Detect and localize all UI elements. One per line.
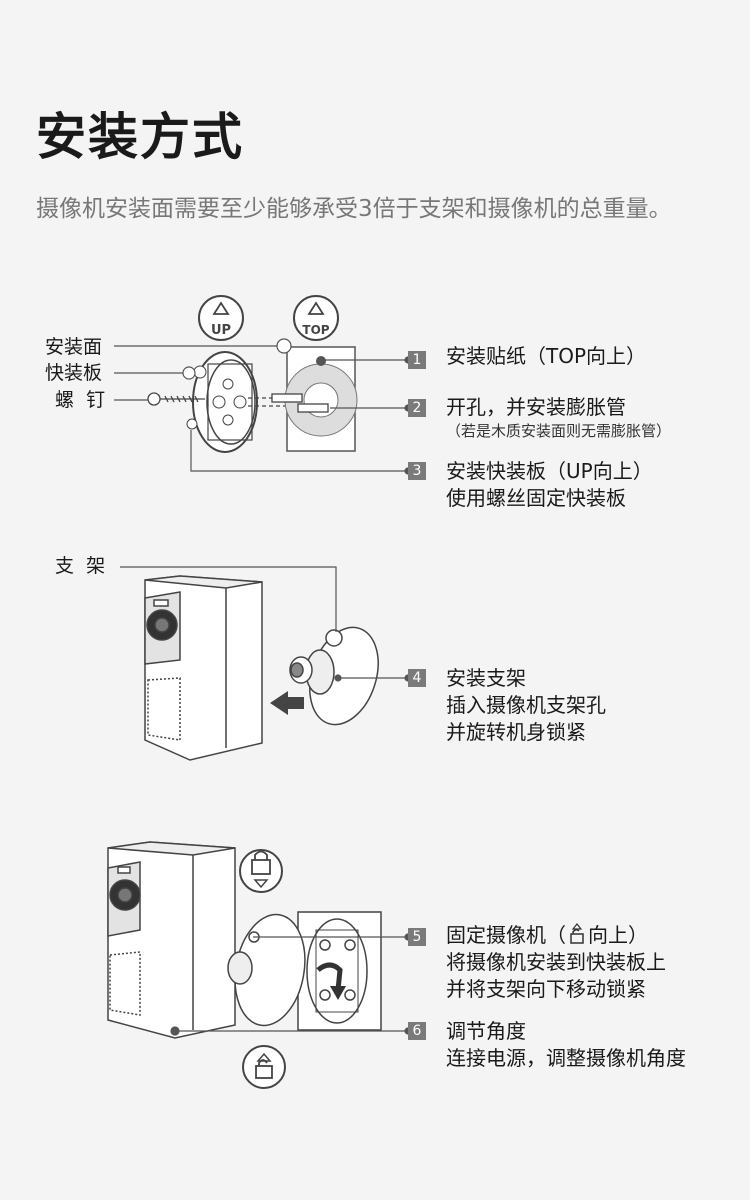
screws — [147, 392, 329, 413]
step-4-line-3: 并旋转机身锁紧 — [446, 720, 586, 744]
camera-body-1 — [144, 575, 263, 761]
step-2-text: 开孔，并安装膨胀管 （若是木质安装面则无需膨胀管） — [446, 394, 671, 441]
camera-body-2 — [107, 841, 236, 1039]
label-bracket: 支 架 — [55, 555, 106, 577]
step-badge-4: 4 — [408, 669, 426, 687]
step-6-text: 调节角度 连接电源，调整摄像机角度 — [446, 1018, 686, 1072]
bracket — [289, 626, 379, 726]
quick-mount-plate — [186, 351, 258, 453]
step-badge-6: 6 — [408, 1022, 426, 1040]
label-screw: 螺 钉 — [55, 389, 106, 411]
top-arrow-icon: TOP — [293, 295, 339, 341]
step-5-line-1-post: 向上） — [588, 923, 648, 947]
step-4-line-2: 插入摄像机支架孔 — [446, 693, 606, 717]
step-4-line-1: 安装支架 — [446, 666, 526, 690]
mount-assembly — [227, 911, 382, 1031]
label-quick-plate: 快装板 — [45, 362, 103, 384]
page-title: 安装方式 — [36, 108, 244, 166]
label-mounting-surface: 安装面 — [45, 336, 103, 358]
up-arrow-icon: UP — [198, 295, 244, 341]
unlock-icon — [242, 1045, 286, 1089]
step-5-line-1: 固定摄像机（ 向上） — [446, 922, 666, 949]
step-5-line-1-pre: 固定摄像机（ — [446, 923, 566, 947]
step-1-text: 安装贴纸（TOP向上） — [446, 343, 646, 370]
svg-text:UP: UP — [211, 323, 231, 338]
wall-sticker — [284, 346, 358, 452]
step-badge-5: 5 — [408, 928, 426, 946]
step-6-line-2: 连接电源，调整摄像机角度 — [446, 1046, 686, 1070]
step-5-line-3: 并将支架向下移动锁紧 — [446, 977, 646, 1001]
page-subtitle: 摄像机安装面需要至少能够承受3倍于支架和摄像机的总重量。 — [36, 196, 672, 222]
step-4-text: 安装支架 插入摄像机支架孔 并旋转机身锁紧 — [446, 665, 606, 746]
step-2-note: （若是木质安装面则无需膨胀管） — [446, 422, 672, 440]
left-arrow-icon — [270, 691, 304, 715]
step-3-line-2: 使用螺丝固定快装板 — [446, 486, 626, 510]
svg-text:TOP: TOP — [302, 323, 329, 337]
rotate-arrow-icon — [316, 962, 346, 1000]
step-5-text: 固定摄像机（ 向上） 将摄像机安装到快装板上 并将支架向下移动锁紧 — [446, 922, 666, 1003]
step-2-line: 开孔，并安装膨胀管 — [446, 395, 626, 419]
step-5-line-2: 将摄像机安装到快装板上 — [446, 950, 666, 974]
step-3-text: 安装快装板（UP向上） 使用螺丝固定快装板 — [446, 458, 653, 512]
unlock-small-icon — [570, 923, 584, 944]
lock-icon — [239, 849, 283, 893]
step-6-line-1: 调节角度 — [446, 1019, 526, 1043]
step-badge-1: 1 — [408, 351, 426, 369]
step-badge-3: 3 — [408, 462, 426, 480]
step-3-line-1: 安装快装板（UP向上） — [446, 459, 653, 483]
step-badge-2: 2 — [408, 399, 426, 417]
step-1-line: 安装贴纸（TOP向上） — [446, 344, 647, 368]
